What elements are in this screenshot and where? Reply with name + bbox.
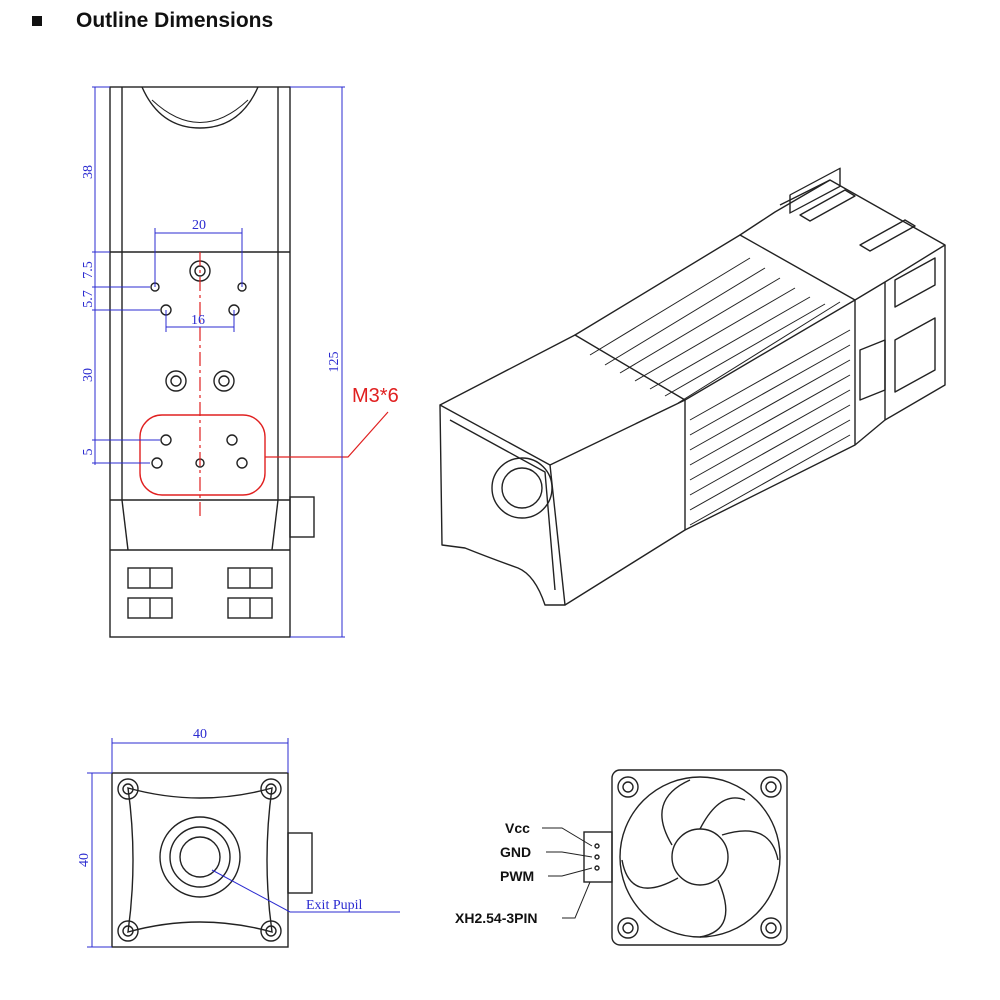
pin-gnd-label: GND (500, 844, 531, 860)
isometric-view (439, 167, 946, 606)
dim-125: 125 (327, 352, 342, 373)
connector-label: XH2.54-3PIN (455, 910, 537, 926)
dim-16: 16 (191, 313, 205, 328)
dim-5: 5 (81, 449, 96, 456)
section-title: Outline Dimensions (76, 9, 274, 32)
dim-20: 20 (192, 218, 206, 233)
dim-5-7: 5.7 (81, 290, 96, 308)
fan-pin-leaders (542, 827, 593, 919)
pin-pwm-label: PWM (500, 868, 534, 884)
bullet-icon (32, 16, 42, 26)
front-view (109, 86, 315, 638)
dim-40-width: 40 (193, 727, 207, 742)
fan-view (583, 769, 788, 946)
dim-30: 30 (81, 368, 96, 382)
section-header: Outline Dimensions (32, 6, 273, 36)
exit-pupil-label: Exit Pupil (306, 898, 363, 913)
m3-callout-label: M3*6 (352, 385, 399, 407)
dim-7-5: 7.5 (81, 261, 96, 279)
dim-40-height: 40 (77, 853, 92, 867)
dim-38: 38 (81, 165, 96, 179)
bottom-view (111, 772, 313, 948)
m3-leader-line (265, 411, 389, 458)
pin-vcc-label: Vcc (505, 820, 530, 836)
front-view-dimensions (92, 86, 345, 638)
bottom-view-dimensions (87, 738, 400, 948)
m3-callout-box (139, 414, 266, 496)
